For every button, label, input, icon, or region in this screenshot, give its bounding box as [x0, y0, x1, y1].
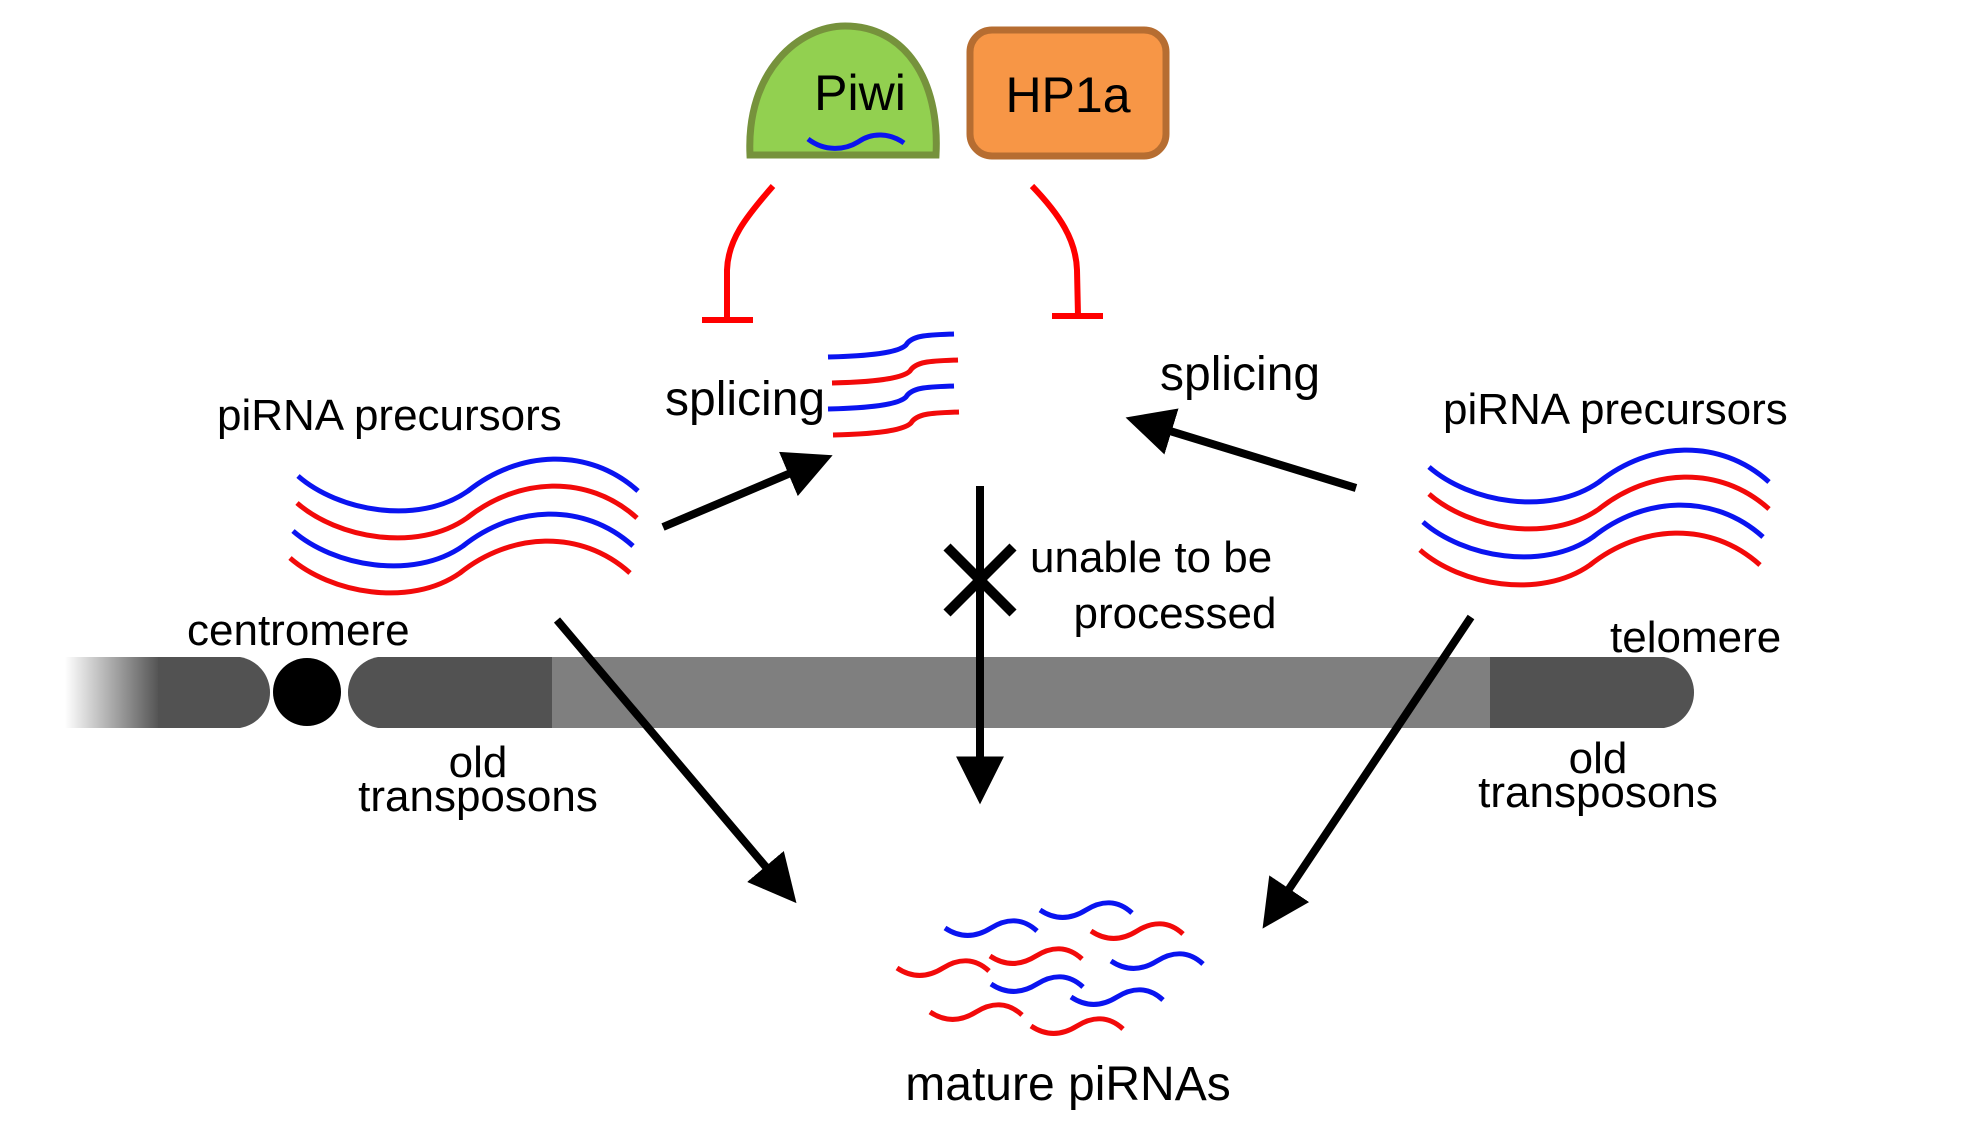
arrow-left-precursors-to-mature: [553, 617, 797, 904]
precursor-strand: [295, 483, 639, 541]
pirna-precursors-right: [1418, 447, 1771, 588]
centromere-label: centromere: [187, 606, 410, 655]
chromosome-arm-right-heterochromatin: [347, 657, 552, 728]
old-transposons-left-line1: old: [449, 738, 508, 787]
unable-label-line1: unable to be: [1030, 533, 1272, 582]
spliced-strand: [827, 331, 955, 360]
mature-pirna: [1089, 921, 1185, 941]
spliced-strand: [827, 383, 955, 412]
precursor-strand: [1427, 447, 1771, 505]
mature-pirna: [895, 958, 991, 978]
mature-pirnas-label: mature piRNAs: [905, 1058, 1230, 1111]
splicing-label-right: splicing: [1160, 348, 1320, 401]
inhibition-line-left: [724, 184, 776, 320]
piwi-bound-rna-icon: [806, 132, 906, 151]
piwi-label: Piwi: [814, 65, 906, 121]
piwi-protein: Piwi: [746, 22, 940, 159]
spliced-strand: [832, 409, 960, 438]
precursors-label-left: piRNA precursors: [217, 391, 562, 440]
mature-pirna: [943, 918, 1039, 938]
chromosome-fade-end: [65, 657, 160, 728]
mature-pirna: [1069, 987, 1165, 1007]
arrow-right-precursors-to-mature: [1262, 614, 1475, 929]
precursor-strand: [1421, 502, 1765, 560]
chromosome-euchromatin: [550, 657, 1494, 728]
precursor-strand: [1418, 530, 1762, 588]
telomere-label: telomere: [1610, 613, 1781, 662]
hp1a-protein: HP1a: [966, 26, 1170, 160]
mature-pirnas: [895, 900, 1205, 1036]
precursor-strand: [1427, 474, 1771, 532]
blocked-x-icon: [943, 543, 1017, 617]
inhibition-line-right: [1029, 183, 1081, 317]
centromere-circle: [273, 658, 341, 726]
arrow-right-precursors-to-spliced: [1125, 408, 1358, 492]
spliced-strand: [831, 357, 959, 386]
chromosome: [65, 657, 1695, 728]
mature-pirna: [988, 946, 1084, 966]
precursors-label-right: piRNA precursors: [1443, 385, 1788, 434]
piwi-shape: [746, 22, 940, 159]
precursor-strand: [291, 511, 635, 569]
telomere-heterochromatin: [1490, 657, 1695, 728]
old-transposons-left-line2: transposons: [358, 772, 598, 821]
spliced-transcripts: [827, 331, 960, 438]
mature-pirna: [989, 974, 1085, 994]
precursor-strand: [288, 538, 632, 596]
mature-pirna: [1038, 900, 1134, 920]
chromosome-arm-left: [158, 657, 271, 728]
precursor-strand: [296, 456, 640, 514]
old-transposons-right-line1: old: [1569, 734, 1628, 783]
old-transposons-right-line2: transposons: [1478, 768, 1718, 817]
splicing-label-left: splicing: [665, 373, 825, 426]
hp1a-shape: [966, 26, 1170, 160]
mature-pirna: [928, 1002, 1024, 1022]
unable-label-line2: processed: [1073, 589, 1276, 638]
hp1a-label: HP1a: [1005, 67, 1130, 123]
mature-pirna: [1029, 1016, 1125, 1036]
mature-pirna: [1109, 951, 1205, 971]
arrow-left-precursors-to-spliced: [661, 451, 833, 531]
pirna-precursors-left: [288, 456, 640, 596]
